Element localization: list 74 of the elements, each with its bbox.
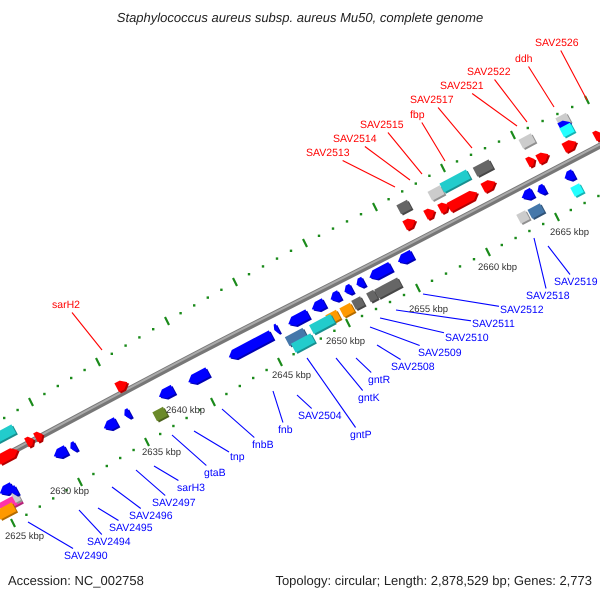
gene-label: SAV2497 [152,496,196,510]
gene-label: gntK [358,392,380,404]
scale-label: 2635 kbp [142,447,182,458]
leader-line [528,66,554,108]
leader-line [272,390,284,423]
leader-line [112,486,142,509]
gene-label: fbp [410,108,425,122]
gene-label: SAV2496 [129,510,173,522]
gene-label: SAV2509 [418,346,462,360]
title: Staphylococcus aureus subsp. aureus Mu50, complete genome [116,10,484,25]
gene-label: SAV2513 [306,146,350,160]
gene-label: sarH2 [52,298,80,312]
leader-line [72,312,102,350]
gene-label: SAV2495 [109,522,153,534]
leader-line [421,122,446,162]
leader-line [376,344,401,360]
leader-line [560,50,588,100]
gene-label: SAV2514 [333,132,377,146]
scale-label: 2640 kbp [166,405,206,416]
scale-label: 2630 kbp [50,486,90,497]
gene-label: sarH3 [177,482,206,494]
leader-line [422,293,500,307]
leader-line [548,246,570,275]
leader-line [194,430,230,452]
leader-line [438,107,472,148]
leader-line [28,522,74,549]
gene-label: SAV2504 [298,410,342,422]
gene-label: SAV2518 [526,290,570,302]
leader-line [472,93,518,126]
leader-line [78,510,102,535]
leader-line [494,79,528,122]
gene-label: SAV2511 [472,318,515,330]
gene-label: gntR [368,374,390,386]
leader-line [396,309,472,322]
leader-line [296,394,312,409]
scale-label: 2650 kbp [326,336,366,347]
gene-label: fnbB [252,438,274,452]
gene-label: gntP [350,428,372,442]
gene-label: SAV2490 [64,550,108,562]
leader-line [380,317,444,334]
leader-line [172,434,207,466]
footer-text: Topology: circular; Length: 2,878,529 bp; Genes: 2,773 [275,573,592,588]
scale-label: 2645 kbp [272,370,312,381]
gene-label: SAV2519 [554,276,598,288]
gene-label: tnp [230,450,245,464]
gene-label: SAV2510 [445,332,489,344]
leader-line [98,508,119,521]
leader-line [136,470,166,496]
gene-label: fnb [278,424,293,436]
leader-line [222,408,255,438]
gene-label: SAV2521 [440,80,484,92]
gene-label: SAV2508 [391,360,435,374]
gene-label: SAV2526 [535,36,579,50]
scale-label: 2665 kbp [550,227,590,238]
scale-label: 2655 kbp [409,304,448,315]
leader-line [342,160,396,188]
leader-line [364,146,410,180]
gene-label: SAV2522 [467,66,511,78]
leader-line [533,238,547,289]
gene-label: SAV2512 [500,304,544,316]
leader-line [336,358,364,391]
gene-label: ddh [515,52,533,66]
footer-text: Accession: NC_002758 [8,573,144,588]
leader-line [306,358,356,428]
scale-label: 2625 kbp [5,531,44,542]
gene-label: SAV2494 [87,536,131,548]
gene-label: gtaB [204,466,226,480]
leader-line [154,466,179,481]
gene-label: SAV2517 [410,94,454,106]
scale-label: 2660 kbp [478,262,518,273]
leader-line [388,132,422,174]
gene-label: SAV2515 [360,118,404,132]
leader-line [370,326,420,346]
leader-line [356,358,372,373]
